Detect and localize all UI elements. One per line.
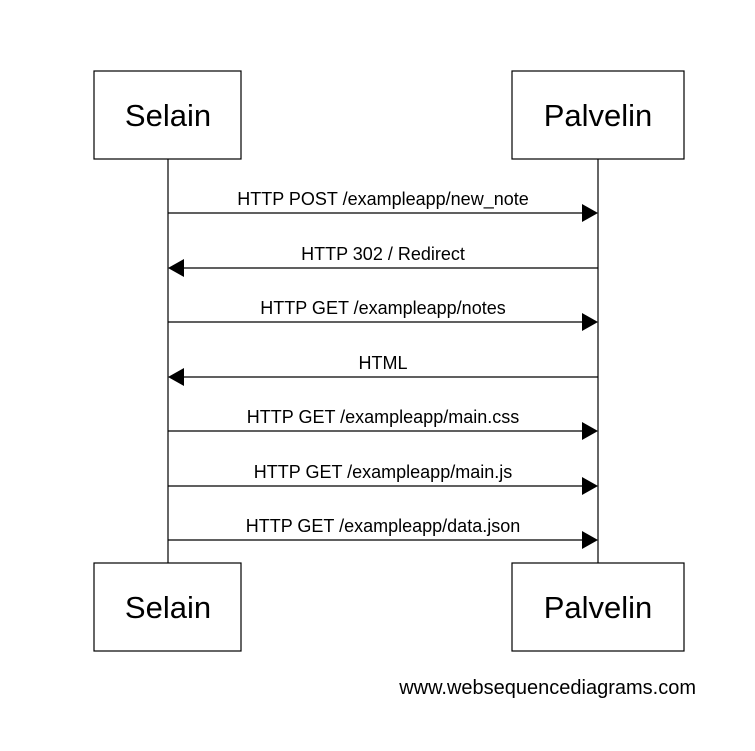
message-label: HTML bbox=[359, 353, 408, 373]
message: HTTP GET /exampleapp/main.js bbox=[168, 462, 598, 495]
participant-label: Selain bbox=[125, 98, 211, 133]
arrowhead-icon bbox=[582, 422, 598, 440]
arrowhead-icon bbox=[582, 531, 598, 549]
message: HTTP GET /exampleapp/data.json bbox=[168, 516, 598, 549]
participant-box bbox=[93, 562, 242, 652]
message: HTML bbox=[168, 353, 598, 386]
arrowhead-icon bbox=[168, 259, 184, 277]
message-label: HTTP GET /exampleapp/main.css bbox=[247, 407, 519, 427]
arrowhead-icon bbox=[168, 368, 184, 386]
participant-box bbox=[511, 70, 685, 160]
message: HTTP POST /exampleapp/new_note bbox=[168, 189, 598, 222]
participant-box bbox=[511, 562, 685, 652]
arrowhead-icon bbox=[582, 204, 598, 222]
participant-label: Palvelin bbox=[544, 98, 653, 133]
participant-label: Palvelin bbox=[544, 590, 653, 625]
arrowhead-icon bbox=[582, 313, 598, 331]
message-label: HTTP GET /exampleapp/data.json bbox=[246, 516, 520, 536]
message-label: HTTP POST /exampleapp/new_note bbox=[237, 189, 529, 210]
participant-browser-bottom: Selain bbox=[93, 562, 242, 652]
message: HTTP GET /exampleapp/notes bbox=[168, 298, 598, 331]
message: HTTP GET /exampleapp/main.css bbox=[168, 407, 598, 440]
participant-browser-top: Selain bbox=[93, 70, 242, 160]
message-label: HTTP GET /exampleapp/notes bbox=[260, 298, 505, 318]
participant-label: Selain bbox=[125, 590, 211, 625]
participant-server-top: Palvelin bbox=[511, 70, 685, 160]
arrowhead-icon bbox=[582, 477, 598, 495]
message-label: HTTP GET /exampleapp/main.js bbox=[254, 462, 512, 482]
footer-watermark: www.websequencediagrams.com bbox=[398, 677, 696, 699]
participant-box bbox=[93, 70, 242, 160]
participant-server-bottom: Palvelin bbox=[511, 562, 685, 652]
message: HTTP 302 / Redirect bbox=[168, 244, 598, 277]
message-label: HTTP 302 / Redirect bbox=[301, 244, 465, 264]
